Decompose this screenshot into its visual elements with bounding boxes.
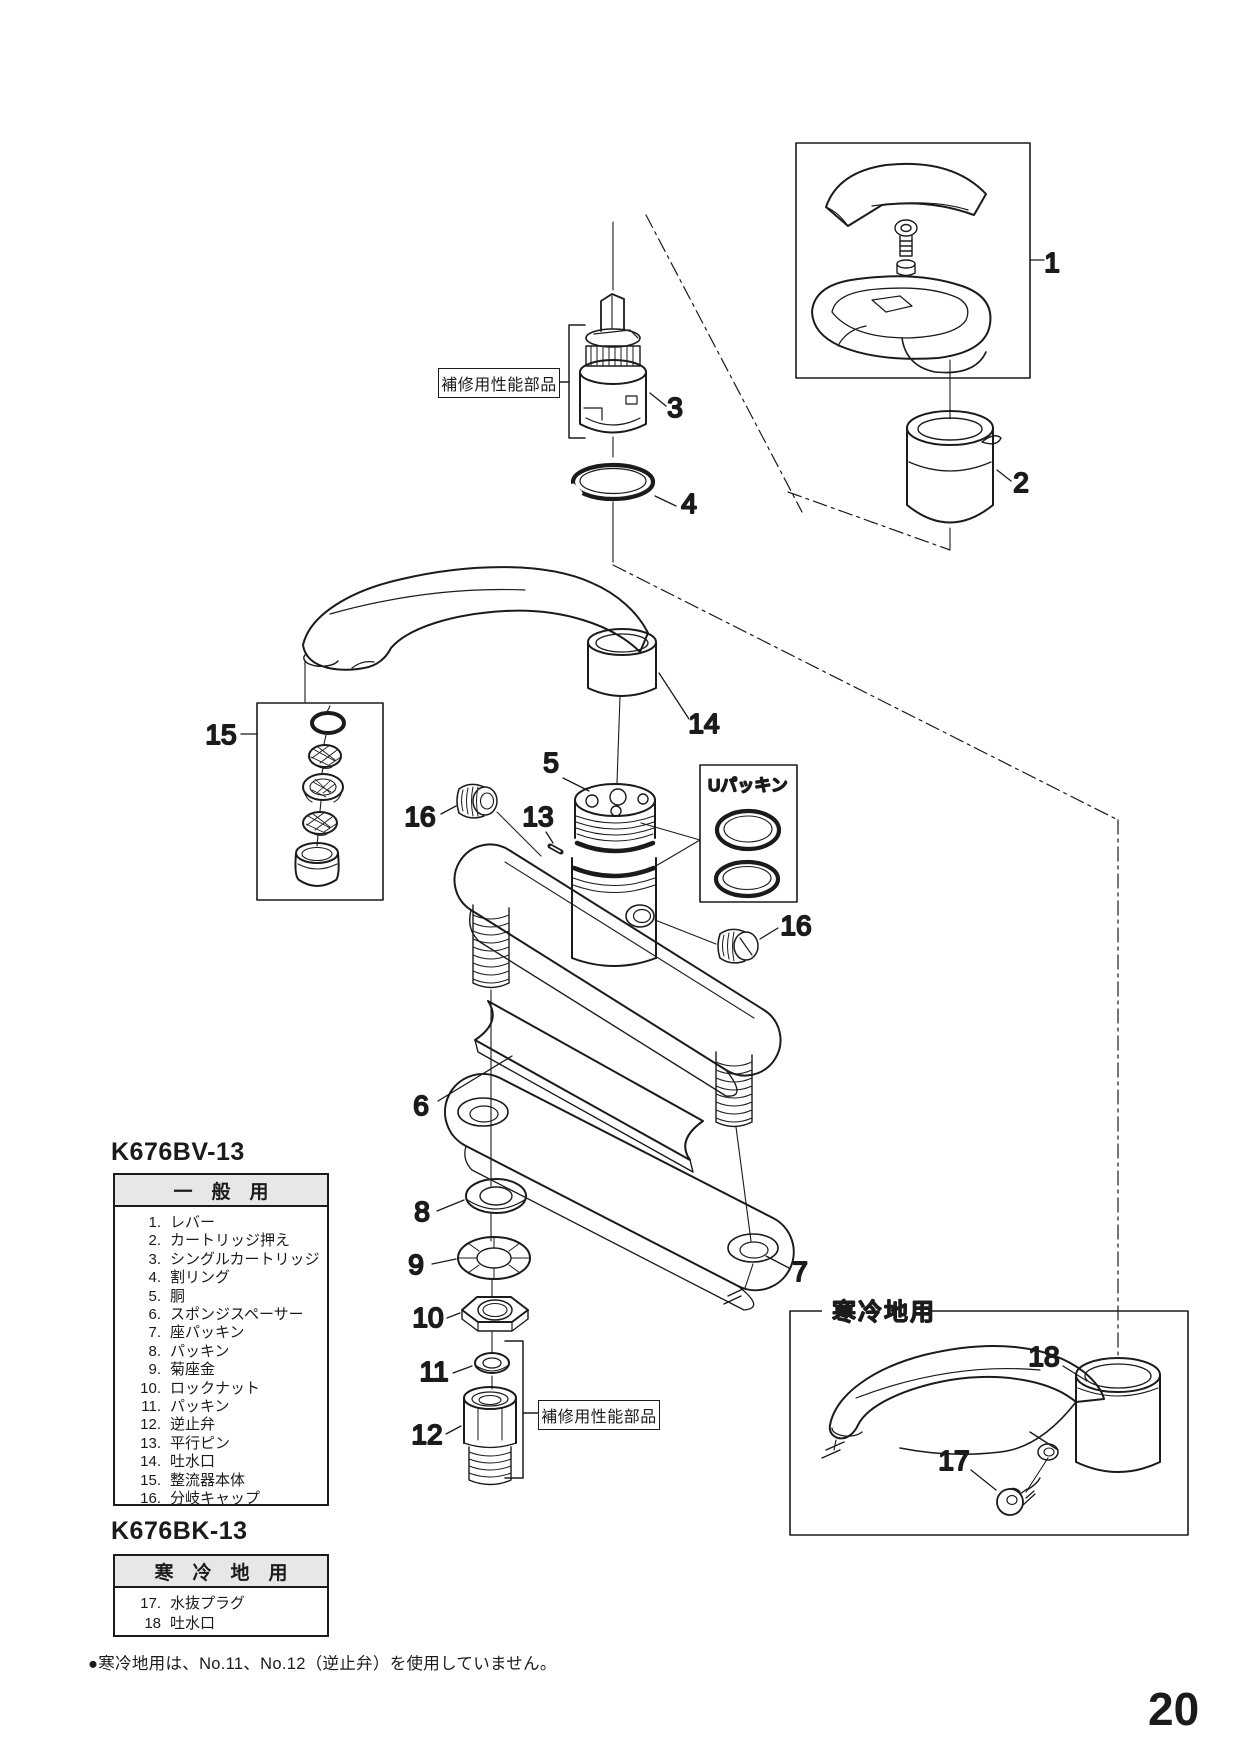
- part15-aerator-box: [240, 702, 384, 901]
- model-number-general: K676BV-13: [111, 1138, 245, 1166]
- part18-cold-spout-drawing: [821, 1344, 1161, 1473]
- parts-table-cold-header: 寒 冷 地 用: [115, 1556, 327, 1588]
- part4-split-ring-drawing: [570, 462, 677, 507]
- center-axis-dashdot-lines: [612, 214, 1119, 1359]
- callout-11: 11: [419, 1356, 448, 1387]
- repair-part-label-upper-text: 補修用性能部品: [441, 377, 557, 394]
- part9-toothed-washer-drawing: [431, 1236, 531, 1280]
- callout-17: 17: [938, 1445, 969, 1476]
- repair-part-label-upper: 補修用性能部品: [438, 368, 560, 398]
- table-row: 9.菊座金: [148, 1361, 216, 1379]
- table-row: 3.シングルカートリッジ: [148, 1250, 320, 1268]
- table-row: 15.整流器本体: [140, 1471, 246, 1489]
- table-row: 12.逆止弁: [140, 1416, 216, 1434]
- u-packing-label: Uパッキン: [708, 776, 788, 795]
- callout-3: 3: [667, 392, 683, 423]
- table-row: 16.分岐キャップ: [140, 1490, 261, 1508]
- aerator-mesh-disc-1: [308, 744, 342, 770]
- model-number-cold: K676BK-13: [111, 1517, 248, 1545]
- cold-region-box-label: 寒冷地用: [832, 1299, 936, 1326]
- part5-body-drawing: [562, 777, 657, 967]
- callout-16-left: 16: [404, 801, 435, 832]
- right-stud-drawing: [715, 1051, 753, 1128]
- table-row: 1.レバー: [148, 1214, 216, 1231]
- table-row: 7.座パッキン: [148, 1324, 245, 1342]
- lever-body-drawing: [811, 275, 992, 374]
- part2-cartridge-cover-drawing: [906, 410, 1012, 524]
- u-packing-box: [640, 764, 798, 903]
- table-row: 10.ロックナット: [140, 1379, 261, 1397]
- callout-7: 7: [792, 1256, 808, 1287]
- table-row: 11.パッキン: [141, 1398, 230, 1416]
- lever-cap-drawing: [825, 162, 987, 227]
- table-row: 6.スポンジスペーサー: [148, 1306, 304, 1324]
- repair-part-label-lower-text: 補修用性能部品: [541, 1409, 657, 1426]
- part13-pin-drawing: [545, 831, 564, 855]
- part17-drain-plug-drawing: [970, 1469, 1041, 1516]
- parts-table-general-rows: 1.レバー 2.カートリッジ押え 3.シングルカートリッジ 4.割リング 5.胴…: [115, 1207, 327, 1513]
- table-row: 8.パッキン: [148, 1342, 230, 1360]
- table-row: 13.平行ピン: [140, 1434, 231, 1452]
- parts-table-general: 一 般 用 1.レバー 2.カートリッジ押え 3.シングルカートリッジ 4.割リ…: [113, 1173, 329, 1507]
- callout-1: 1: [1044, 247, 1060, 278]
- cold-region-box: [789, 1297, 1189, 1536]
- part8-packing-drawing: [436, 1178, 527, 1214]
- callout-15: 15: [205, 719, 236, 750]
- part10-lock-nut-drawing: [446, 1296, 529, 1332]
- callout-13: 13: [522, 801, 553, 832]
- part12-check-valve-drawing: [445, 1386, 517, 1486]
- part7-seat-packing-drawing: [444, 1073, 795, 1311]
- aerator-strainer: [302, 773, 344, 803]
- callout-18: 18: [1028, 1341, 1059, 1372]
- table-row: 17.水抜プラグ: [140, 1595, 246, 1612]
- deck-escutcheon-drawing: [453, 843, 782, 1097]
- table-row: 2.カートリッジ押え: [148, 1232, 291, 1250]
- callout-6: 6: [413, 1090, 429, 1121]
- left-stud-drawing: [472, 904, 510, 989]
- repair-part-bracket-lower: [504, 1340, 539, 1479]
- callout-10: 10: [412, 1302, 443, 1333]
- part14-spout-drawing: [302, 566, 690, 720]
- callout-14: 14: [688, 708, 719, 739]
- callout-16-right: 16: [780, 910, 811, 941]
- callout-2: 2: [1013, 467, 1029, 498]
- cold-region-footnote: ●寒冷地用は、No.11、No.12（逆止弁）を使用していません。: [88, 1655, 557, 1673]
- part3-cartridge-drawing: [579, 293, 667, 434]
- lever-screw-drawing: [894, 219, 918, 257]
- repair-part-label-lower: 補修用性能部品: [538, 1400, 660, 1430]
- lever-bushing-drawing: [896, 259, 916, 277]
- callout-9: 9: [408, 1249, 424, 1280]
- aerator-mesh-disc-2: [302, 811, 338, 837]
- part11-packing-drawing: [452, 1352, 510, 1374]
- part16-cap-right-drawing: [654, 919, 779, 964]
- part1-lever-box: [795, 142, 1045, 379]
- part16-cap-left-drawing: [440, 783, 542, 857]
- construction-lines: [304, 214, 1119, 1493]
- callout-8: 8: [414, 1196, 430, 1227]
- table-row: 5.胴: [148, 1287, 186, 1305]
- table-row: 14.吐水口: [140, 1453, 216, 1471]
- part6-sponge-spacer-drawing: [437, 1000, 704, 1173]
- callout-5: 5: [543, 747, 559, 778]
- page-number: 20: [1148, 1683, 1200, 1735]
- parts-table-general-header: 一 般 用: [115, 1175, 327, 1207]
- aerator-cup: [294, 842, 340, 887]
- callout-12: 12: [411, 1419, 442, 1450]
- callout-4: 4: [681, 488, 697, 519]
- table-row: 4.割リング: [148, 1269, 231, 1287]
